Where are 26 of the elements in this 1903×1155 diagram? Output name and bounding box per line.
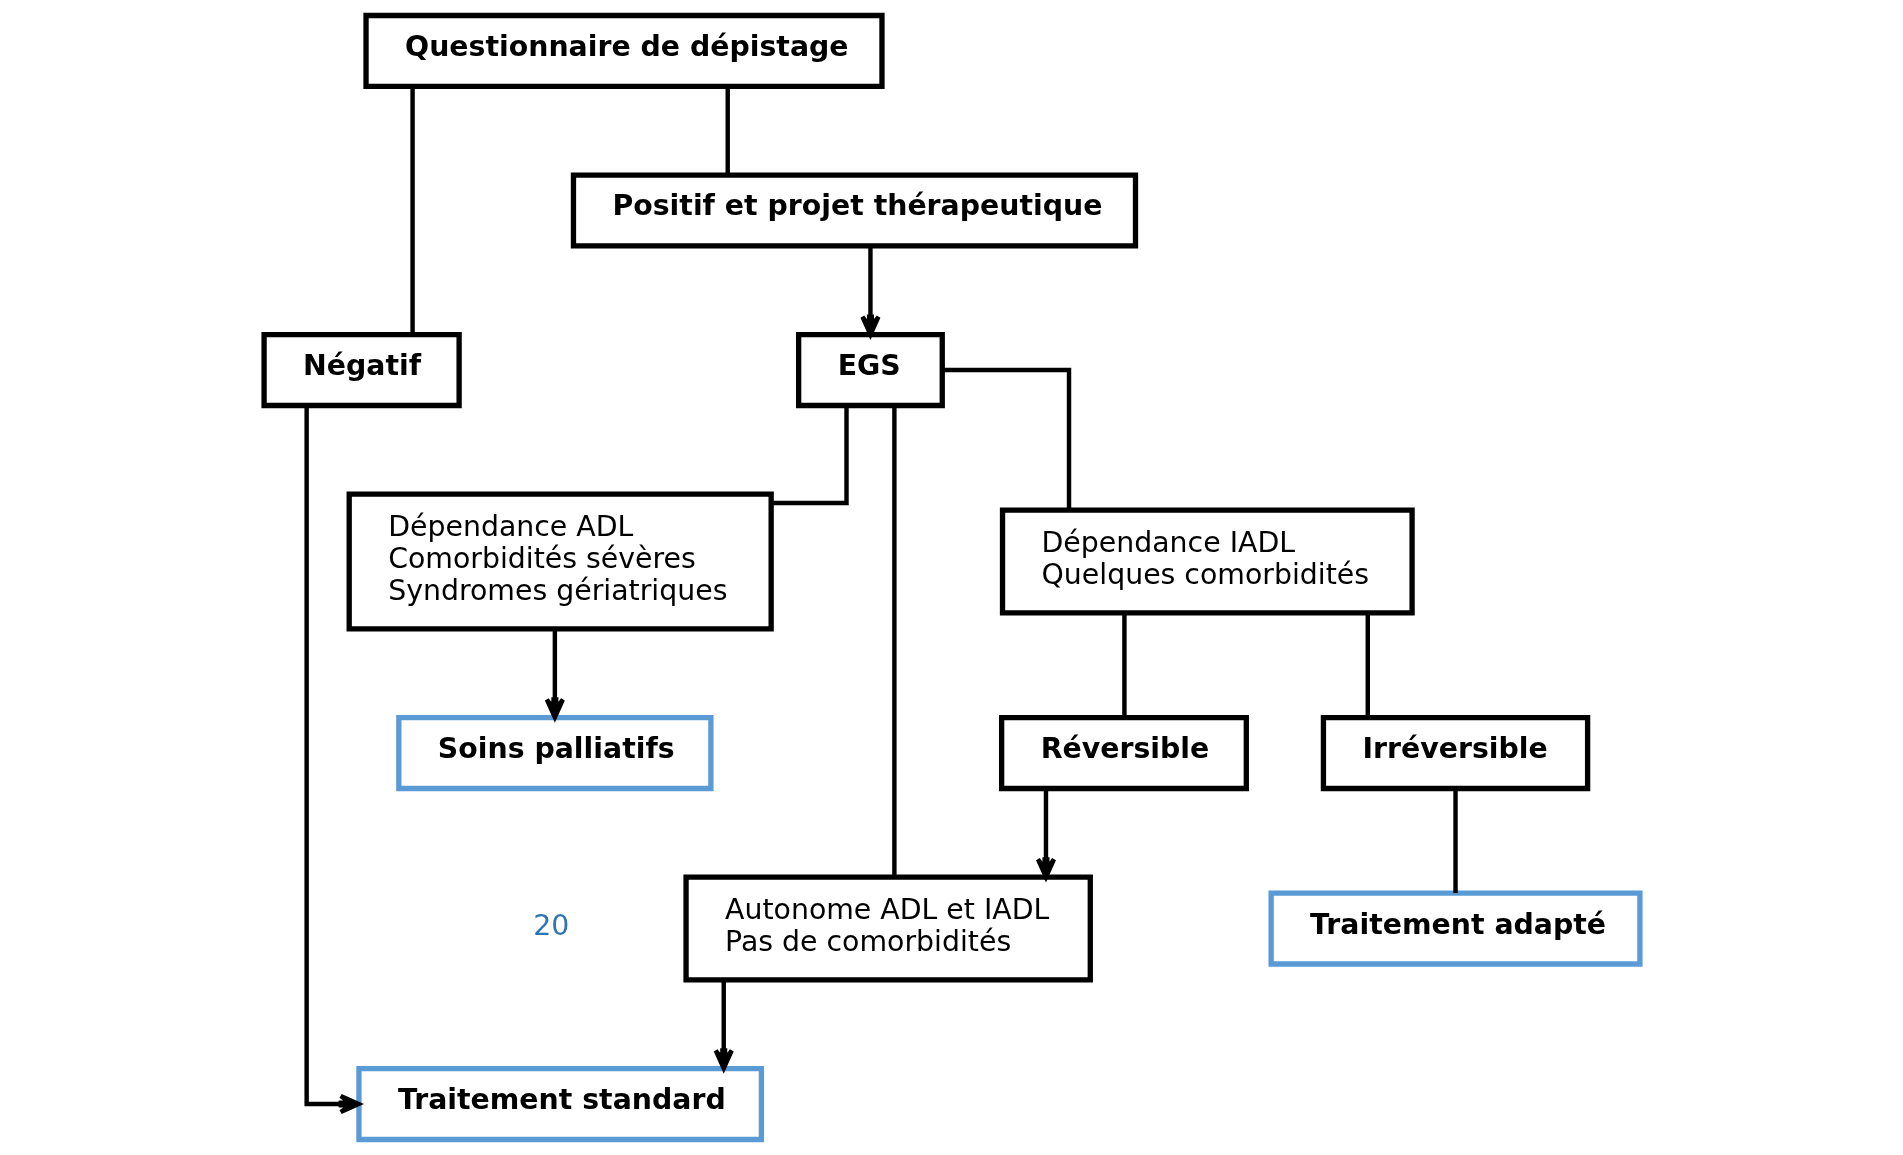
node-box: Traitement standard <box>355 1065 764 1143</box>
node-box: Autonome ADL et IADL Pas de comorbidités <box>682 874 1093 983</box>
node-box: Négatif <box>260 331 462 409</box>
arrow <box>713 980 734 1071</box>
node-box: Positif et projet thérapeutique <box>570 172 1138 249</box>
arrow <box>544 629 565 720</box>
node-box: Réversible <box>998 714 1249 792</box>
connector <box>770 405 849 506</box>
arrow <box>859 246 881 337</box>
connector <box>942 367 1071 510</box>
node-box: Traitement adapté <box>1267 890 1643 967</box>
connector <box>1121 613 1127 718</box>
node-box: Soins palliatifs <box>395 714 714 792</box>
connector <box>891 405 897 877</box>
connector <box>409 86 415 335</box>
node-box: Dépendance IADL Quelques comorbidités <box>999 507 1415 616</box>
connector <box>725 87 730 175</box>
arrow <box>303 405 361 1115</box>
node-box: EGS <box>795 331 945 409</box>
node-box: Irréversible <box>1320 714 1590 792</box>
connector <box>1452 788 1458 894</box>
node-box: Dépendance ADL Comorbidités sévères Syndromes gériatriques <box>346 491 774 632</box>
label: 20 <box>532 909 569 943</box>
connector <box>1365 613 1370 718</box>
arrow <box>1035 788 1056 880</box>
node-box: Questionnaire de dépistage <box>362 12 885 90</box>
